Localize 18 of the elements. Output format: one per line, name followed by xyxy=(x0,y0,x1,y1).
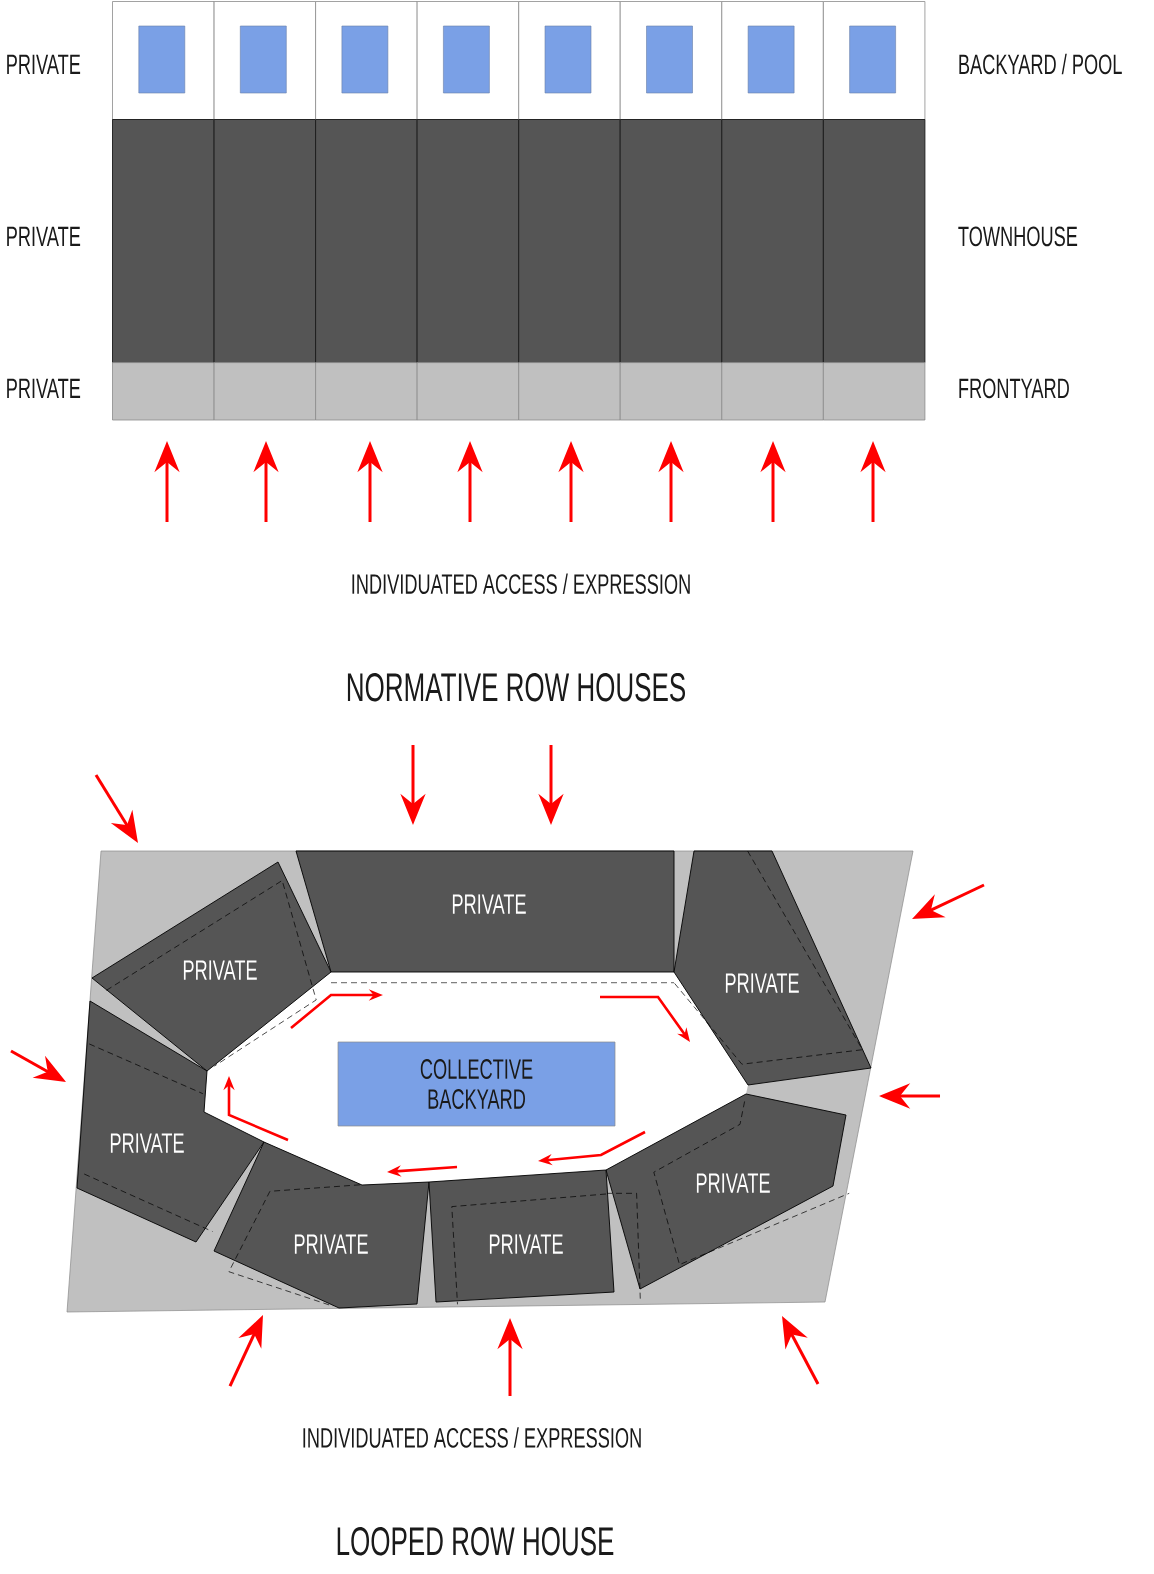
side-label: FRONTYARD xyxy=(959,378,1069,399)
house-block: PRIVATE xyxy=(605,1093,850,1303)
heading: NORMATIVE ROW HOUSES xyxy=(347,673,685,702)
heading: LOOPED ROW HOUSE xyxy=(337,1527,614,1556)
backyard-block: COLLECTIVE BACKYARD xyxy=(337,1041,616,1127)
caption: INDIVIDUATED ACCESS / EXPRESSION xyxy=(352,573,690,594)
side-label: PRIVATE xyxy=(7,378,81,398)
house-block: PRIVATE xyxy=(213,1141,430,1309)
side-label: PRIVATE xyxy=(7,54,81,74)
house-block: PRIVATE xyxy=(673,850,872,1086)
side-label: BACKYARD / POOL xyxy=(959,53,1122,75)
house-block: PRIVATE xyxy=(76,1000,265,1243)
house-block: PRIVATE xyxy=(428,1169,615,1305)
side-label: PRIVATE xyxy=(7,226,81,246)
side-label: TOWNHOUSE xyxy=(958,226,1078,247)
house-block: PRIVATE xyxy=(91,861,332,1072)
house-block: PRIVATE xyxy=(295,850,675,973)
caption: INDIVIDUATED ACCESS / EXPRESSION xyxy=(303,1427,641,1448)
